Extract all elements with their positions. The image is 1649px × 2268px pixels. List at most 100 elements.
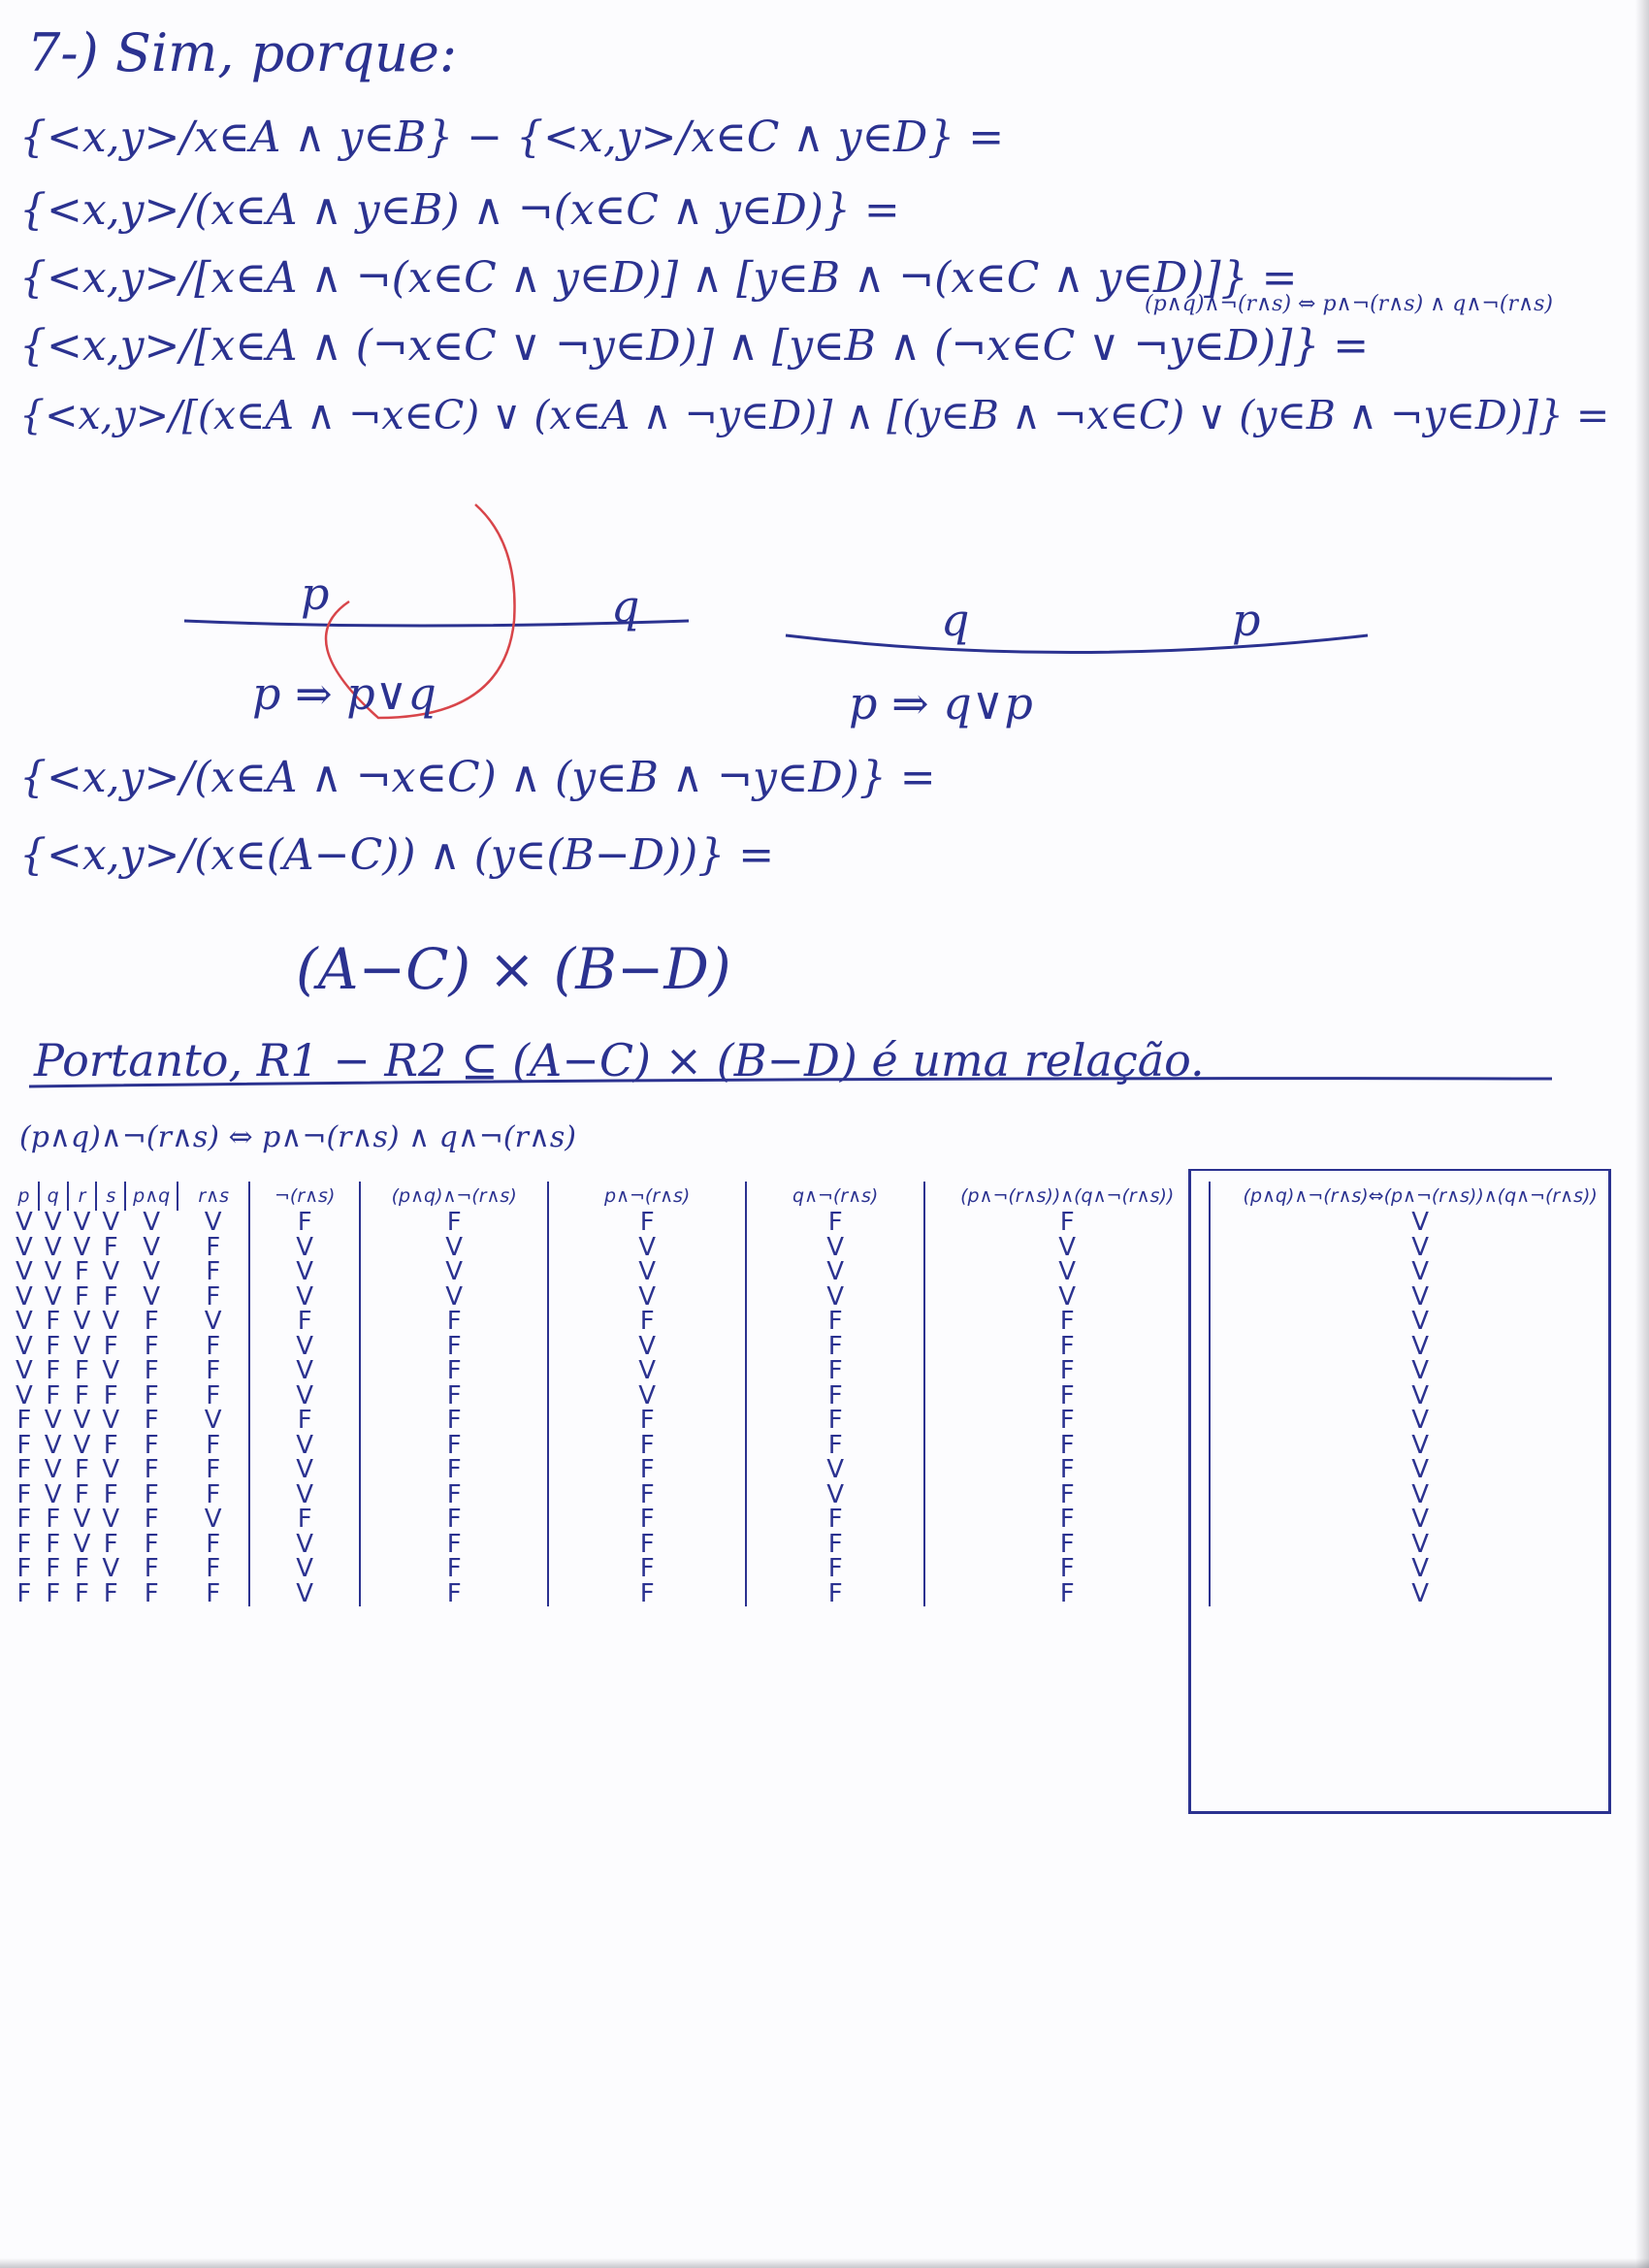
result-line: (A−C) × (B−D) [296,936,731,1002]
truth-cell: V [44,1281,62,1312]
truth-cell: F [144,1529,159,1559]
truth-cell: V [1209,1507,1631,1533]
truth-cell: V [16,1232,33,1262]
truth-cell: F [16,1479,32,1509]
truth-cell: F [745,1507,925,1533]
derivation-line-4: {<x,y>/[x∈A ∧ (¬x∈C ∨ ¬y∈D)] ∧ [y∈B ∧ (¬… [19,321,1370,371]
truth-cell: V [359,1259,549,1285]
truth-cell: F [745,1433,925,1458]
truth-cell: V [1209,1482,1631,1507]
truth-cell: F [923,1383,1211,1409]
truth-cell: F [745,1358,925,1384]
truth-cell: F [144,1578,159,1608]
truth-cell: V [547,1358,747,1384]
truth-cell: V [745,1482,925,1507]
truth-header-8: p∧¬(r∧s) [547,1182,747,1211]
truth-cell: V [204,1406,222,1435]
truth-cell: V [248,1532,361,1557]
truth-cell: V [745,1235,925,1260]
truth-cell: F [206,1281,221,1312]
truth-cell: V [248,1358,361,1384]
truth-cell: F [359,1383,549,1409]
truth-cell: V [923,1259,1211,1285]
truth-cell: V [102,1208,120,1237]
truth-cell: V [923,1284,1211,1310]
truth-header-0: p [17,1185,30,1207]
truth-cell: F [359,1408,549,1434]
brace-label-q-right: q [941,594,970,646]
truth-cell: V [102,1307,120,1336]
truth-cell: F [16,1505,32,1534]
truth-cell: F [923,1210,1211,1236]
truth-cell: F [923,1532,1211,1557]
truth-cell: V [1209,1556,1631,1582]
truth-header-4: p∧q [124,1182,178,1211]
truth-header-11: (p∧q)∧¬(r∧s)⇔(p∧¬(r∧s))∧(q∧¬(r∧s)) [1209,1182,1631,1211]
truth-cell: F [144,1479,159,1509]
truth-cell: V [547,1383,747,1409]
brace-label-q-left: q [611,580,640,632]
truth-cell: F [248,1309,361,1335]
derivation-line-7: {<x,y>/(x∈(A−C)) ∧ (y∈(B−D))} = [19,830,775,880]
truth-cell: V [44,1430,62,1460]
truth-cell: F [248,1408,361,1434]
conclusion-underline [28,1077,1553,1088]
truth-cell: F [144,1554,159,1583]
truth-cell: V [745,1259,925,1285]
truth-cell: V [1209,1408,1631,1434]
derivation-line-1: {<x,y>/x∈A ∧ y∈B} − {<x,y>/x∈C ∧ y∈D} = [19,113,1005,162]
truth-cell: F [206,1232,221,1262]
truth-cell: V [73,1307,91,1336]
truth-cell: F [547,1581,747,1606]
truth-cell: F [248,1507,361,1533]
truth-cell: V [102,1356,120,1385]
truth-cell: F [103,1331,118,1361]
truth-cell: V [16,1208,33,1237]
truth-cell: F [359,1457,549,1483]
truth-cell: F [46,1578,61,1608]
truth-cell: F [547,1507,747,1533]
truth-cell: V [547,1334,747,1359]
truth-cell: F [144,1455,159,1484]
truth-cell: F [144,1307,159,1336]
truth-header-9: q∧¬(r∧s) [745,1182,925,1211]
truth-cell: V [102,1554,120,1583]
truth-cell: V [143,1281,161,1312]
truth-header-10: (p∧¬(r∧s))∧(q∧¬(r∧s)) [923,1182,1211,1211]
truth-cell: F [206,1380,221,1410]
truth-cell: V [102,1257,120,1286]
truth-cell: F [745,1581,925,1606]
truth-cell: F [75,1554,89,1583]
truth-cell: F [206,1257,221,1286]
truth-cell: F [359,1334,549,1359]
truth-cell: V [248,1383,361,1409]
truth-cell: F [16,1578,32,1608]
truth-cell: F [103,1281,118,1312]
truth-cell: F [103,1479,118,1509]
truth-cell: F [206,1554,221,1583]
truth-cell: F [745,1532,925,1557]
truth-cell: V [143,1208,161,1237]
truth-cell: V [73,1529,91,1559]
truth-cell: V [16,1380,33,1410]
truth-cell: V [1209,1259,1631,1285]
truth-cell: F [75,1455,89,1484]
truth-header-6: ¬(r∧s) [248,1182,361,1211]
truth-cell: V [547,1259,747,1285]
truth-cell: F [144,1406,159,1435]
truth-cell: F [16,1406,32,1435]
truth-cell: V [923,1235,1211,1260]
page-bottom-shadow [0,2258,1649,2268]
truth-cell: F [923,1581,1211,1606]
brace-label-p-left: p [301,567,330,620]
truth-cell: V [16,1356,33,1385]
truth-cell: F [359,1309,549,1335]
truth-cell: F [206,1529,221,1559]
